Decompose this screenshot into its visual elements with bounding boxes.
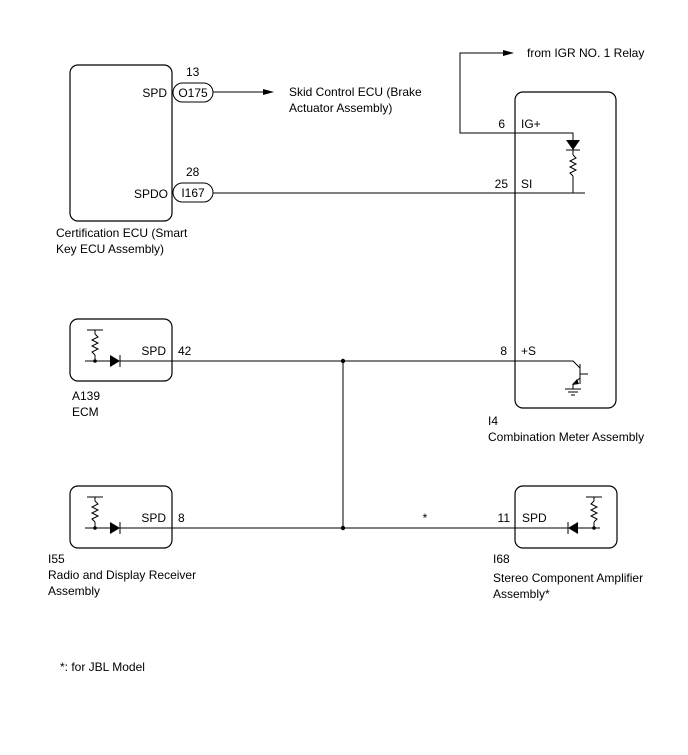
skid-control-label-line1: Skid Control ECU (Brake	[289, 85, 422, 99]
radio-pin-number: 8	[178, 511, 185, 525]
arrow-to-skid-icon	[263, 89, 274, 95]
skid-control-label-line2: Actuator Assembly)	[289, 101, 392, 115]
amplifier-name-line2: Assembly*	[493, 587, 550, 601]
amplifier-name-line1: Stereo Component Amplifier	[493, 571, 643, 585]
cert-ecu-pin-spdo-label: SPDO	[134, 187, 168, 201]
connector-o175-label: O175	[178, 86, 208, 100]
cert-ecu-box	[69, 64, 173, 222]
meter-name: Combination Meter Assembly	[488, 430, 644, 444]
radio-resistor-diode-icon	[85, 496, 172, 534]
cert-ecu-pin-spd-number: 13	[186, 65, 200, 79]
ecm-pin-label: SPD	[141, 344, 166, 358]
radio-name-line2: Assembly	[48, 584, 100, 598]
radio-name-line1: Radio and Display Receiver	[48, 568, 196, 582]
meter-pin-igp-label: IG+	[521, 117, 541, 131]
amplifier-diode-resistor-icon	[515, 496, 602, 534]
ecm-box	[69, 318, 173, 382]
cert-ecu-pin-spdo-number: 28	[186, 165, 200, 179]
combination-meter-box	[514, 91, 617, 409]
ecm-code: A139	[72, 389, 100, 403]
amplifier-pin-number: 11	[498, 511, 511, 525]
connector-i167-label: I167	[181, 186, 205, 200]
cert-ecu-pin-spd-label: SPD	[142, 86, 167, 100]
meter-pin-s-label: +S	[521, 344, 536, 358]
amplifier-code: I68	[493, 552, 510, 566]
meter-pin-igp-number: 6	[498, 117, 505, 131]
ecm-pin-number: 42	[178, 344, 192, 358]
cert-ecu-name-line1: Certification ECU (Smart	[56, 226, 188, 240]
meter-code: I4	[488, 414, 498, 428]
cert-ecu-name-line2: Key ECU Assembly)	[56, 242, 164, 256]
ecm-name: ECM	[72, 405, 99, 419]
radio-code: I55	[48, 552, 65, 566]
ecm-resistor-diode-icon	[85, 329, 172, 367]
meter-transistor-icon	[515, 360, 588, 396]
arrow-from-igr-icon	[503, 50, 514, 56]
meter-diode-resistor-icon	[566, 140, 580, 193]
footnote: *: for JBL Model	[60, 660, 145, 674]
igr-relay-label: from IGR NO. 1 Relay	[527, 46, 644, 60]
radio-box	[69, 485, 173, 549]
meter-pin-s-number: 8	[500, 344, 507, 358]
amplifier-pin-label: SPD	[522, 511, 547, 525]
wire-igr-feed	[459, 52, 574, 140]
radio-pin-label: SPD	[141, 511, 166, 525]
amplifier-box	[514, 485, 618, 549]
wire-asterisk-note: *	[423, 511, 428, 525]
meter-pin-si-number: 25	[495, 177, 509, 191]
meter-pin-si-label: SI	[521, 177, 532, 191]
